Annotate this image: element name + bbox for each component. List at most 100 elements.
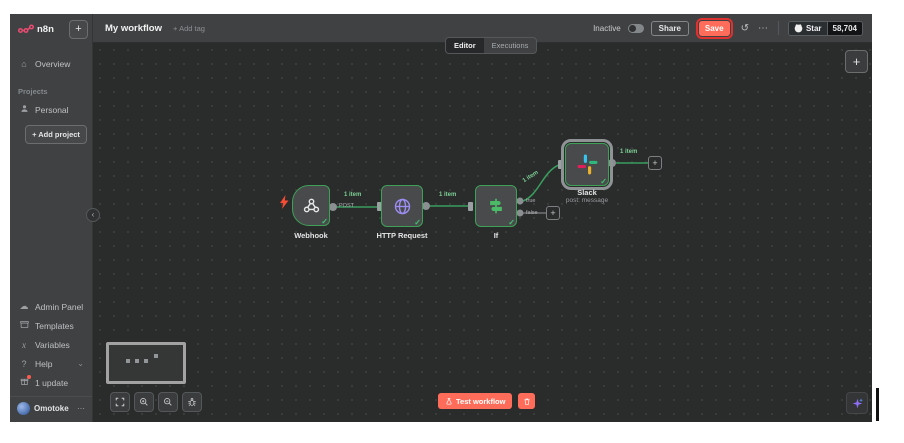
bug-icon xyxy=(188,397,196,406)
fit-view-icon xyxy=(115,397,125,407)
logo-text: n8n xyxy=(37,23,54,35)
sparkle-icon xyxy=(852,397,863,408)
topbar-right: Inactive Share Save ↺ ⋯ Star 58,704 xyxy=(593,17,863,39)
zoom-out-button[interactable] xyxy=(158,392,178,412)
sidebar-item-templates[interactable]: Templates xyxy=(10,316,92,335)
canvas-controls xyxy=(110,392,202,412)
active-status-label: Inactive xyxy=(593,23,621,33)
share-button[interactable]: Share xyxy=(650,20,689,36)
node-label-webhook: Webhook xyxy=(294,231,328,240)
logo-row: n8n + xyxy=(10,18,92,40)
sidebar-item-variables[interactable]: x Variables xyxy=(10,335,92,354)
zoom-in-button[interactable] xyxy=(134,392,154,412)
connect-node-plus-button[interactable]: + xyxy=(648,156,662,170)
cloud-icon: ☁ xyxy=(19,301,29,311)
sidebar-item-label: Personal xyxy=(35,104,69,115)
wire-item-count: 1 item xyxy=(620,149,638,155)
node-label-http-request: HTTP Request xyxy=(376,231,428,240)
projects-section-label: Projects xyxy=(18,87,48,96)
add-tag-button[interactable]: + Add tag xyxy=(173,23,205,33)
sidebar-item-label: 1 update xyxy=(35,377,69,388)
if-filter-icon xyxy=(490,198,502,214)
if-false-port-label: false xyxy=(526,210,538,216)
main-area: My workflow + Add tag Inactive Share Sav… xyxy=(93,14,872,422)
sidebar-item-help[interactable]: ? Help ⌄ xyxy=(10,354,92,373)
node-label-if: If xyxy=(493,231,499,240)
text-cursor-artifact xyxy=(876,388,879,421)
save-button[interactable]: Save xyxy=(695,17,733,39)
success-check-icon: ✓ xyxy=(508,218,515,227)
sidebar-collapse-button[interactable]: ‹ xyxy=(86,208,100,222)
github-star-left: Star xyxy=(788,21,827,35)
test-workflow-button[interactable]: Test workflow xyxy=(438,393,513,409)
sidebar-bottom: ☁ Admin Panel Templates x Variables ? He… xyxy=(10,297,92,422)
new-workflow-button[interactable]: + xyxy=(69,19,88,39)
wire-item-count: 1 item xyxy=(439,192,457,198)
n8n-logo-icon xyxy=(18,24,34,34)
if-true-port-label: true xyxy=(526,198,536,204)
connection-wires xyxy=(329,159,648,217)
github-star-widget[interactable]: Star 58,704 xyxy=(787,20,863,36)
toggle-knob xyxy=(628,24,636,32)
minimap-node-dot xyxy=(135,359,139,363)
node-slack[interactable]: ✓ xyxy=(565,143,609,186)
connect-node-plus-button[interactable]: + xyxy=(546,206,560,220)
chevron-down-icon: ⌄ xyxy=(77,359,84,368)
n8n-app-window: n8n + ⌂ Overview Projects Personal + Add… xyxy=(10,14,872,422)
minimap-node-dot xyxy=(126,359,130,363)
variable-x-icon: x xyxy=(22,339,26,350)
question-icon: ? xyxy=(21,358,27,369)
github-star-count: 58,704 xyxy=(826,21,862,35)
footer-actions: Test workflow xyxy=(438,393,536,409)
sidebar-item-personal[interactable]: Personal xyxy=(10,100,92,119)
sidebar-spacer xyxy=(10,144,92,297)
sidebar-item-label: Admin Panel xyxy=(35,301,84,312)
tab-executions[interactable]: Executions xyxy=(491,41,529,50)
sidebar-item-overview[interactable]: ⌂ Overview xyxy=(10,54,92,73)
success-check-icon: ✓ xyxy=(414,218,421,227)
sidebar: n8n + ⌂ Overview Projects Personal + Add… xyxy=(10,14,100,422)
zoom-in-icon xyxy=(140,398,148,406)
slack-icon xyxy=(577,154,597,175)
workflow-title[interactable]: My workflow xyxy=(105,22,163,34)
delete-workflow-button[interactable] xyxy=(518,393,536,409)
package-icon xyxy=(18,320,30,331)
person-icon xyxy=(18,104,30,115)
workflow-history-icon[interactable]: ↺ xyxy=(740,22,749,34)
add-node-button[interactable]: + xyxy=(845,50,868,73)
wire-item-count: 1 item xyxy=(521,169,540,185)
node-slack-selection[interactable]: ✓ xyxy=(561,139,613,190)
add-project-button[interactable]: + Add project xyxy=(25,125,87,144)
sidebar-item-label: Help xyxy=(35,358,53,369)
wire-item-count: 1 item xyxy=(344,192,362,198)
gift-icon xyxy=(18,375,31,388)
ai-assistant-button[interactable] xyxy=(846,392,868,414)
user-more-icon[interactable]: ⋯ xyxy=(77,404,85,413)
sidebar-item-updates[interactable]: 1 update xyxy=(10,373,92,392)
flask-icon xyxy=(446,397,452,404)
minimap-node-dot xyxy=(154,354,158,358)
tab-editor[interactable]: Editor xyxy=(446,38,484,53)
sidebar-item-label: Overview xyxy=(35,58,71,69)
node-http-request[interactable]: ✓ xyxy=(381,185,423,227)
sidebar-item-admin-panel[interactable]: ☁ Admin Panel xyxy=(10,297,92,316)
user-menu[interactable]: Omotoke ⋯ xyxy=(10,396,92,420)
github-icon xyxy=(794,23,803,32)
webhook-icon xyxy=(303,198,319,213)
test-workflow-label: Test workflow xyxy=(456,396,506,406)
zoom-to-fit-button[interactable] xyxy=(110,392,130,412)
notification-dot xyxy=(27,375,31,379)
active-toggle[interactable] xyxy=(627,23,644,33)
node-webhook[interactable]: ✓ xyxy=(292,185,330,226)
canvas-minimap[interactable] xyxy=(106,342,186,384)
workflow-canvas[interactable]: + POST 1 ite xyxy=(93,43,872,422)
zoom-out-icon xyxy=(164,398,172,406)
sidebar-item-label: Templates xyxy=(35,320,74,331)
home-icon: ⌂ xyxy=(21,58,27,69)
divider xyxy=(777,21,779,35)
debug-button[interactable] xyxy=(182,392,202,412)
node-if[interactable]: ✓ xyxy=(475,185,517,227)
avatar xyxy=(17,402,30,415)
more-options-icon[interactable]: ⋯ xyxy=(757,22,768,34)
